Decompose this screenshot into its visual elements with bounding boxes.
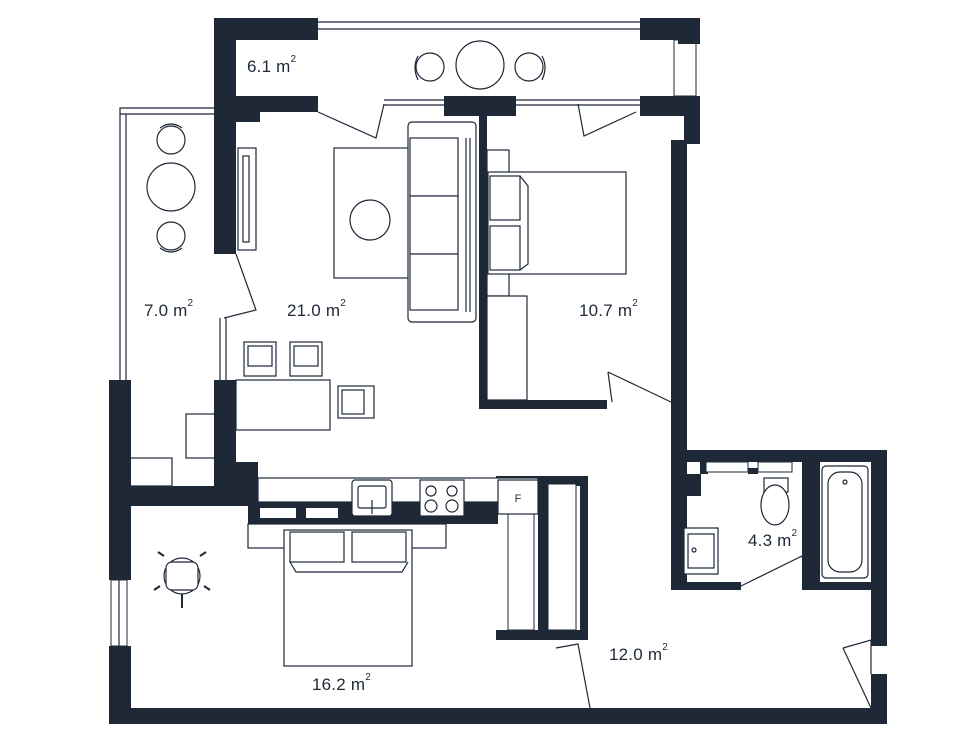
bed-large — [153, 523, 447, 667]
room-area-loggia-top: 6.1 m2 — [247, 54, 297, 77]
area-value: 10.7 — [579, 301, 613, 320]
loggia-doors — [219, 99, 872, 709]
area-value: 21.0 — [287, 301, 321, 320]
area-exponent: 2 — [791, 528, 798, 539]
room-area-balcony-left: 7.0 m2 — [144, 298, 194, 321]
wall-openings — [260, 461, 793, 631]
area-unit: m — [777, 531, 792, 550]
area-value: 12.0 — [609, 645, 643, 664]
walls — [109, 18, 887, 724]
area-exponent: 2 — [632, 298, 638, 309]
area-exponent: 2 — [662, 642, 668, 653]
area-value: 7.0 — [144, 301, 169, 320]
balcony-table-set — [146, 123, 196, 253]
kitchen — [257, 477, 539, 517]
area-value: 4.3 — [748, 531, 773, 550]
room-area-hallway: 12.0 m2 — [609, 642, 668, 665]
area-unit: m — [173, 301, 188, 320]
fridge-label: F — [515, 493, 522, 505]
area-exponent: 2 — [365, 672, 371, 683]
area-exponent: 2 — [187, 298, 194, 309]
area-exponent: 2 — [290, 54, 297, 65]
bed-small — [486, 149, 627, 401]
area-exponent: 2 — [340, 298, 346, 309]
area-unit: m — [617, 301, 633, 320]
area-value: 16.2 — [312, 675, 346, 694]
room-area-bathroom: 4.3 m2 — [748, 528, 798, 551]
area-unit: m — [325, 301, 341, 320]
living-furniture — [235, 121, 477, 431]
room-area-bedroom-small: 10.7 m2 — [579, 298, 638, 321]
room-area-living-room: 21.0 m2 — [287, 298, 346, 321]
area-value: 6.1 — [247, 57, 272, 76]
area-unit: m — [647, 645, 663, 664]
area-unit: m — [350, 675, 366, 694]
room-area-bedroom-large: 16.2 m2 — [312, 672, 371, 695]
bathroom-fixtures — [683, 465, 869, 579]
area-unit: m — [276, 57, 291, 76]
loggia-table-set — [414, 40, 546, 90]
